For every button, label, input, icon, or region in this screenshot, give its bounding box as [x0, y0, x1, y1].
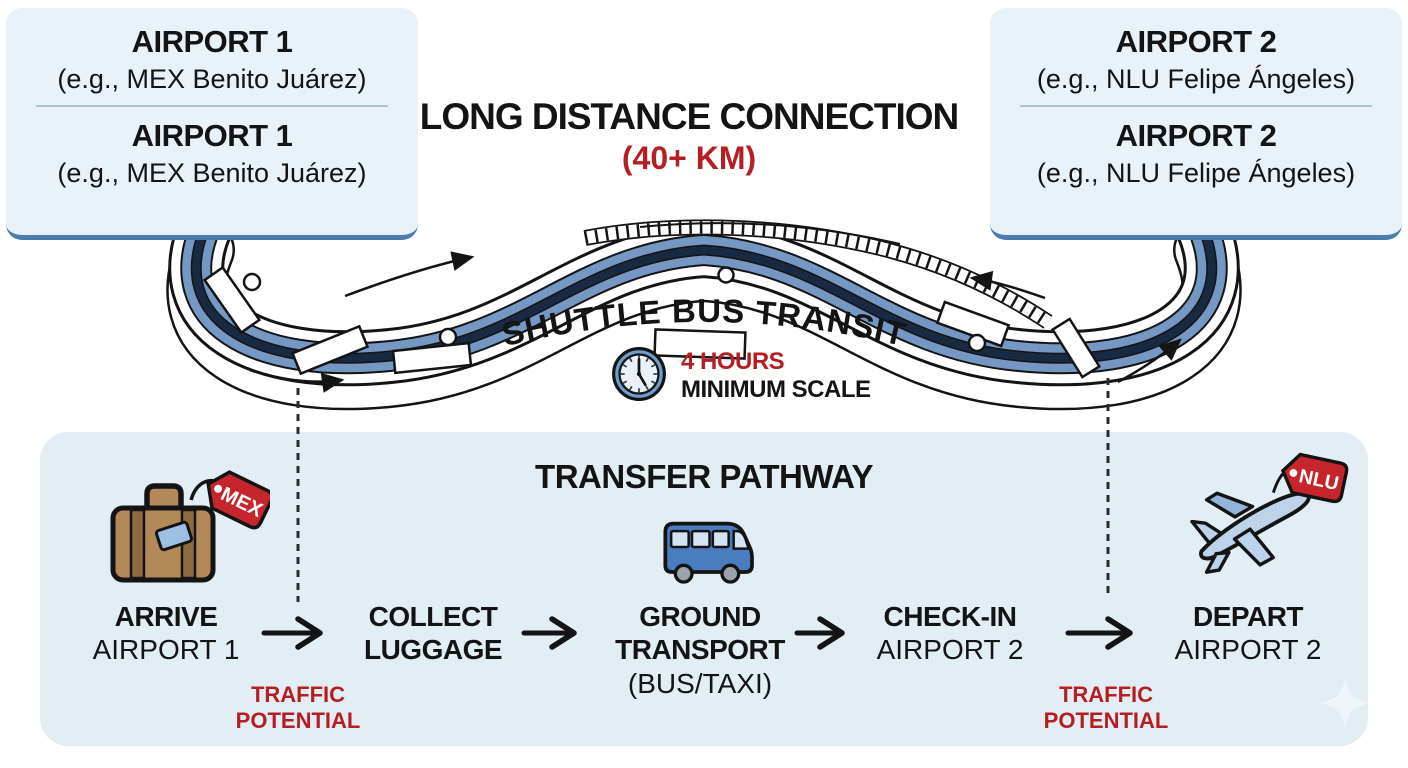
- connection-title: LONG DISTANCE CONNECTION: [419, 96, 960, 137]
- transfer-pathway-panel: TRANSFER PATHWAY ARRIVE AIRPORT 1 COLLEC…: [40, 432, 1368, 746]
- shuttle-bus-transit-label: SHUTTLE BUS TRANSIT: [498, 292, 910, 353]
- suitcase-sticker: [154, 520, 194, 552]
- step-checkin-airport2: CHECK-IN AIRPORT 2: [877, 600, 1024, 666]
- suitcase-strap: [129, 508, 146, 580]
- step-sublabel: AIRPORT 1: [92, 634, 240, 665]
- airport2-name: AIRPORT 2: [1115, 24, 1277, 59]
- plane-tag: NLU: [1280, 452, 1349, 504]
- step-sublabel: LUGGAGE: [363, 634, 503, 665]
- bus-wheel: [720, 563, 741, 584]
- traffic-potential-label-right: TRAFFIC POTENTIAL: [1043, 682, 1169, 733]
- bus-window: [669, 529, 690, 549]
- road-arrow: [249, 368, 345, 393]
- road-arrow: [969, 270, 1046, 300]
- bus-wheel: [673, 563, 694, 584]
- airplane-body: [1190, 491, 1311, 574]
- railroad-ladder: [583, 219, 1053, 329]
- suitcase-icon: MEX: [95, 460, 270, 590]
- airport2-name: AIRPORT 2: [1115, 118, 1277, 153]
- pathway-title: TRANSFER PATHWAY: [535, 458, 873, 495]
- box-divider: [1020, 105, 1372, 107]
- airport2-example: (e.g., NLU Felipe Ángeles): [1036, 64, 1356, 94]
- luggage-tag: MEX: [206, 470, 270, 530]
- transit-scale: MINIMUM SCALE: [681, 376, 871, 403]
- main-wing: [1232, 527, 1275, 567]
- step-detail: (BUS/TAXI): [627, 668, 773, 699]
- airport1-name: AIRPORT 1: [131, 24, 293, 59]
- road-main-band: [168, 200, 1240, 387]
- step-label: COLLECT: [368, 601, 498, 632]
- road-arrow: [344, 251, 475, 298]
- bus-icon: [657, 512, 757, 592]
- airport1-example: (e.g., MEX Benito Juárez): [57, 64, 367, 94]
- far-wing: [1204, 491, 1255, 519]
- clock-icon: [610, 345, 668, 403]
- step-sublabel: AIRPORT 2: [1174, 634, 1322, 665]
- road-nodes: [242, 266, 987, 353]
- road-arrow: [1117, 338, 1182, 384]
- airplane-icon: NLU: [1172, 448, 1362, 583]
- connection-distance: (40+ KM): [621, 140, 757, 176]
- airport1-name: AIRPORT 1: [131, 118, 293, 153]
- step-label: ARRIVE: [114, 601, 218, 632]
- step-arrive-airport1: ARRIVE AIRPORT 1: [93, 600, 240, 666]
- transit-info: 4 HOURS MINIMUM SCALE: [681, 348, 871, 404]
- airport1-example: (e.g., MEX Benito Juárez): [57, 158, 367, 188]
- step-label: DEPART: [1192, 601, 1304, 632]
- step-depart-airport2: DEPART AIRPORT 2: [1175, 600, 1322, 666]
- step-label: CHECK-IN: [883, 601, 1017, 632]
- step-ground-transport: GROUND TRANSPORT (BUS/TAXI): [615, 600, 785, 701]
- step-label: GROUND: [639, 601, 761, 632]
- bus-windshield: [732, 529, 751, 550]
- box-divider: [36, 105, 388, 107]
- airport1-box: AIRPORT 1 (e.g., MEX Benito Juárez) AIRP…: [6, 8, 418, 240]
- step-sublabel: AIRPORT 2: [876, 634, 1024, 665]
- transit-duration: 4 HOURS: [681, 348, 785, 375]
- bus-window: [711, 529, 730, 549]
- traffic-potential-label-left: TRAFFIC POTENTIAL: [235, 682, 361, 733]
- connection-heading: LONG DISTANCE CONNECTION (40+ KM): [400, 96, 978, 178]
- step-collect-luggage: COLLECT LUGGAGE: [363, 600, 503, 666]
- step-sublabel: TRANSPORT: [615, 634, 785, 665]
- bus-window: [690, 529, 711, 549]
- rear-stabilizer: [1204, 550, 1231, 574]
- airport2-box: AIRPORT 2 (e.g., NLU Felipe Ángeles) AIR…: [990, 8, 1402, 240]
- airport2-example: (e.g., NLU Felipe Ángeles): [1036, 158, 1356, 188]
